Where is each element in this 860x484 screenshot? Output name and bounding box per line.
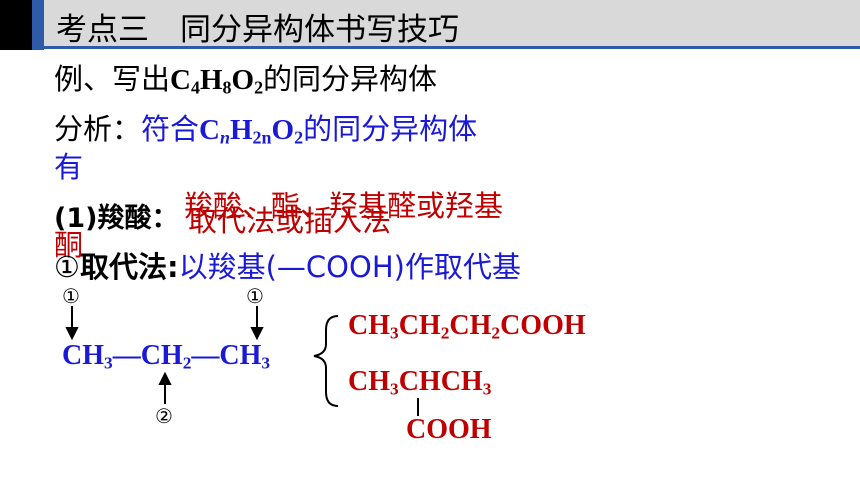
substitution-line: ①取代法:以羧基(—COOH)作取代基 — [54, 244, 521, 286]
product-branch-cooh: COOH — [406, 414, 492, 445]
example-suffix: 的同分异构体 — [263, 62, 438, 96]
item1-label: (1)羧酸： — [54, 203, 179, 234]
header-accent-blue — [32, 0, 44, 50]
header-accent-black — [0, 0, 32, 50]
substitution-text: 以羧基(—COOH)作取代基 — [178, 250, 521, 284]
example-prefix: 例、写出 — [54, 62, 171, 96]
marker-bottom: ② — [155, 404, 173, 428]
product-butanoic-acid: CH3CH2CH2COOH — [348, 310, 586, 343]
circle-one: ① — [54, 250, 80, 284]
header-bar — [44, 0, 860, 49]
item1-overlap-line1: 羧酸、酯、羟基醛或羟基 — [184, 189, 504, 223]
analysis-label: 分析： — [54, 112, 142, 146]
example-line: 例、写出C4H8O2的同分异构体 — [54, 56, 437, 98]
arrow-right-head — [250, 327, 264, 341]
item1-overlap-line2: 酮 — [54, 228, 84, 262]
substitution-label: 取代法: — [80, 250, 179, 284]
propane-chain: CH3—CH2—CH3 — [62, 340, 271, 373]
product-isobutyric-acid: CH3CHCH3 — [348, 366, 492, 399]
marker-right-top: ① — [246, 284, 264, 308]
analysis-text-suffix: 的同分异构体 — [303, 112, 478, 146]
analysis-formula: CnH2nO2 — [199, 114, 304, 148]
analysis-line: 分析：符合CnH2nO2的同分异构体 — [54, 106, 477, 148]
example-formula: C4H8O2 — [170, 64, 264, 98]
item1-method: 取代法或插入法 — [188, 204, 392, 238]
analysis-text-prefix: 符合 — [141, 112, 200, 146]
arrow-bottom-head — [158, 371, 172, 385]
arrow-left-head — [65, 327, 79, 341]
brace — [313, 315, 339, 407]
marker-left-top: ① — [62, 284, 80, 308]
analysis-line-2: 有 — [54, 150, 84, 184]
slide-title: 考点三 同分异构体书写技巧 — [56, 12, 459, 48]
